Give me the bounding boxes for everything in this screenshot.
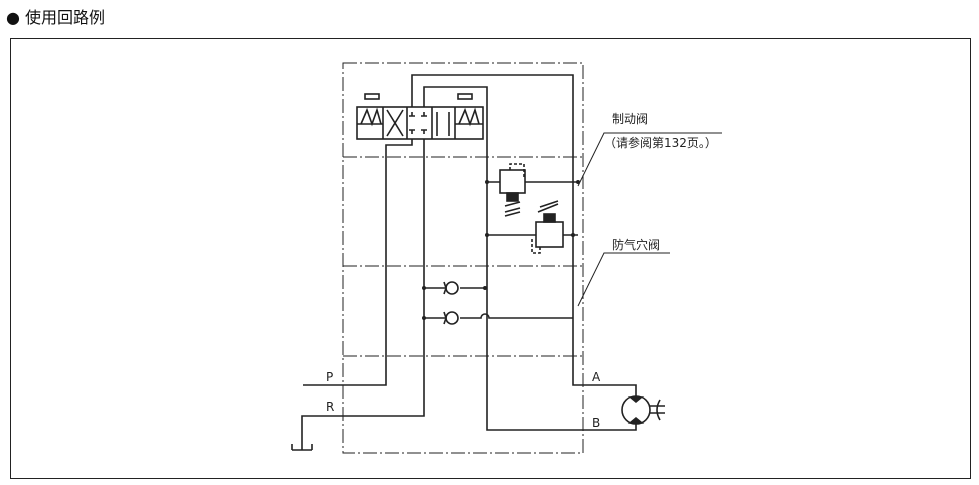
leader-lines <box>577 132 722 307</box>
block-outline <box>342 62 584 454</box>
junction-dots <box>422 180 580 320</box>
port-p-label: P <box>326 370 334 384</box>
anti-cavitation-valve-label: 防气穴阀 <box>612 238 661 252</box>
section-title: ● 使用回路例 <box>6 8 106 27</box>
directional-valve <box>356 93 484 140</box>
port-r-label: R <box>326 400 335 414</box>
valves <box>443 163 665 425</box>
diagram-frame <box>10 38 971 479</box>
circuit-lines <box>291 74 637 451</box>
brake-valve-note: （请参阅第132页。） <box>604 136 717 150</box>
port-a-label: A <box>592 370 601 384</box>
brake-valve-label: 制动阀 <box>612 112 649 126</box>
port-b-label: B <box>592 416 601 430</box>
